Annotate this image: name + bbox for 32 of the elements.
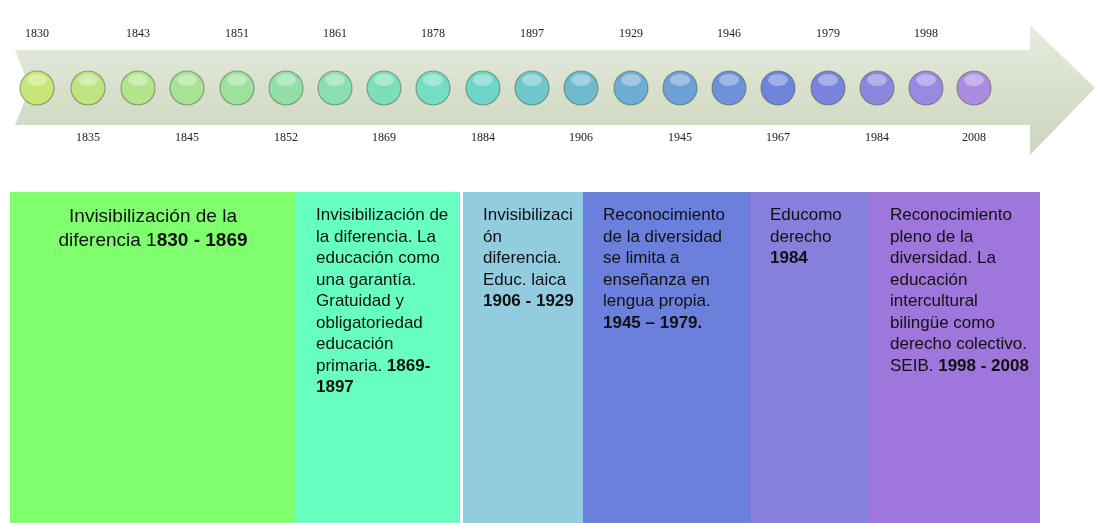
year-label: 1869 <box>372 130 396 145</box>
period-box <box>870 192 1040 523</box>
year-label: 1843 <box>126 26 150 41</box>
period-description: Invisibilización diferencia. Educ. laica 1906 - 1929 <box>483 204 575 312</box>
period-box <box>583 192 750 523</box>
period-box <box>463 192 583 523</box>
year-label: 1945 <box>668 130 692 145</box>
year-label: 1878 <box>421 26 445 41</box>
year-label: 2008 <box>962 130 986 145</box>
year-label: 1906 <box>569 130 593 145</box>
period-description: Invisibilización de la diferencia. La educación como una garantía. Gratuidad y obligatoriedad educación primaria. 1869- 1897 <box>316 204 450 398</box>
year-label: 1929 <box>619 26 643 41</box>
year-label: 1967 <box>766 130 790 145</box>
year-label: 1946 <box>717 26 741 41</box>
year-label: 1852 <box>274 130 298 145</box>
year-label: 1835 <box>76 130 100 145</box>
period-description: Educomo derecho 1984 <box>770 204 843 269</box>
year-label: 1979 <box>816 26 840 41</box>
year-label: 1861 <box>323 26 347 41</box>
period-description: Reconocimiento de la diversidad se limita a enseñanza en lengua propia. 1945 – 1979. <box>603 204 726 333</box>
year-label: 1998 <box>914 26 938 41</box>
period-box <box>750 192 870 523</box>
period-description: Invisibilización de la diferencia 1830 - 1869 <box>57 204 249 252</box>
year-label: 1984 <box>865 130 889 145</box>
year-label: 1897 <box>520 26 544 41</box>
period-description: Reconocimiento pleno de la diversidad. La educación intercultural bilingüe como derecho colectivo. SEIB. 1998 - 2008 <box>890 204 1030 376</box>
year-label: 1845 <box>175 130 199 145</box>
period-box <box>10 192 296 523</box>
year-label: 1830 <box>25 26 49 41</box>
period-box <box>296 192 460 523</box>
year-label: 1851 <box>225 26 249 41</box>
year-label: 1884 <box>471 130 495 145</box>
